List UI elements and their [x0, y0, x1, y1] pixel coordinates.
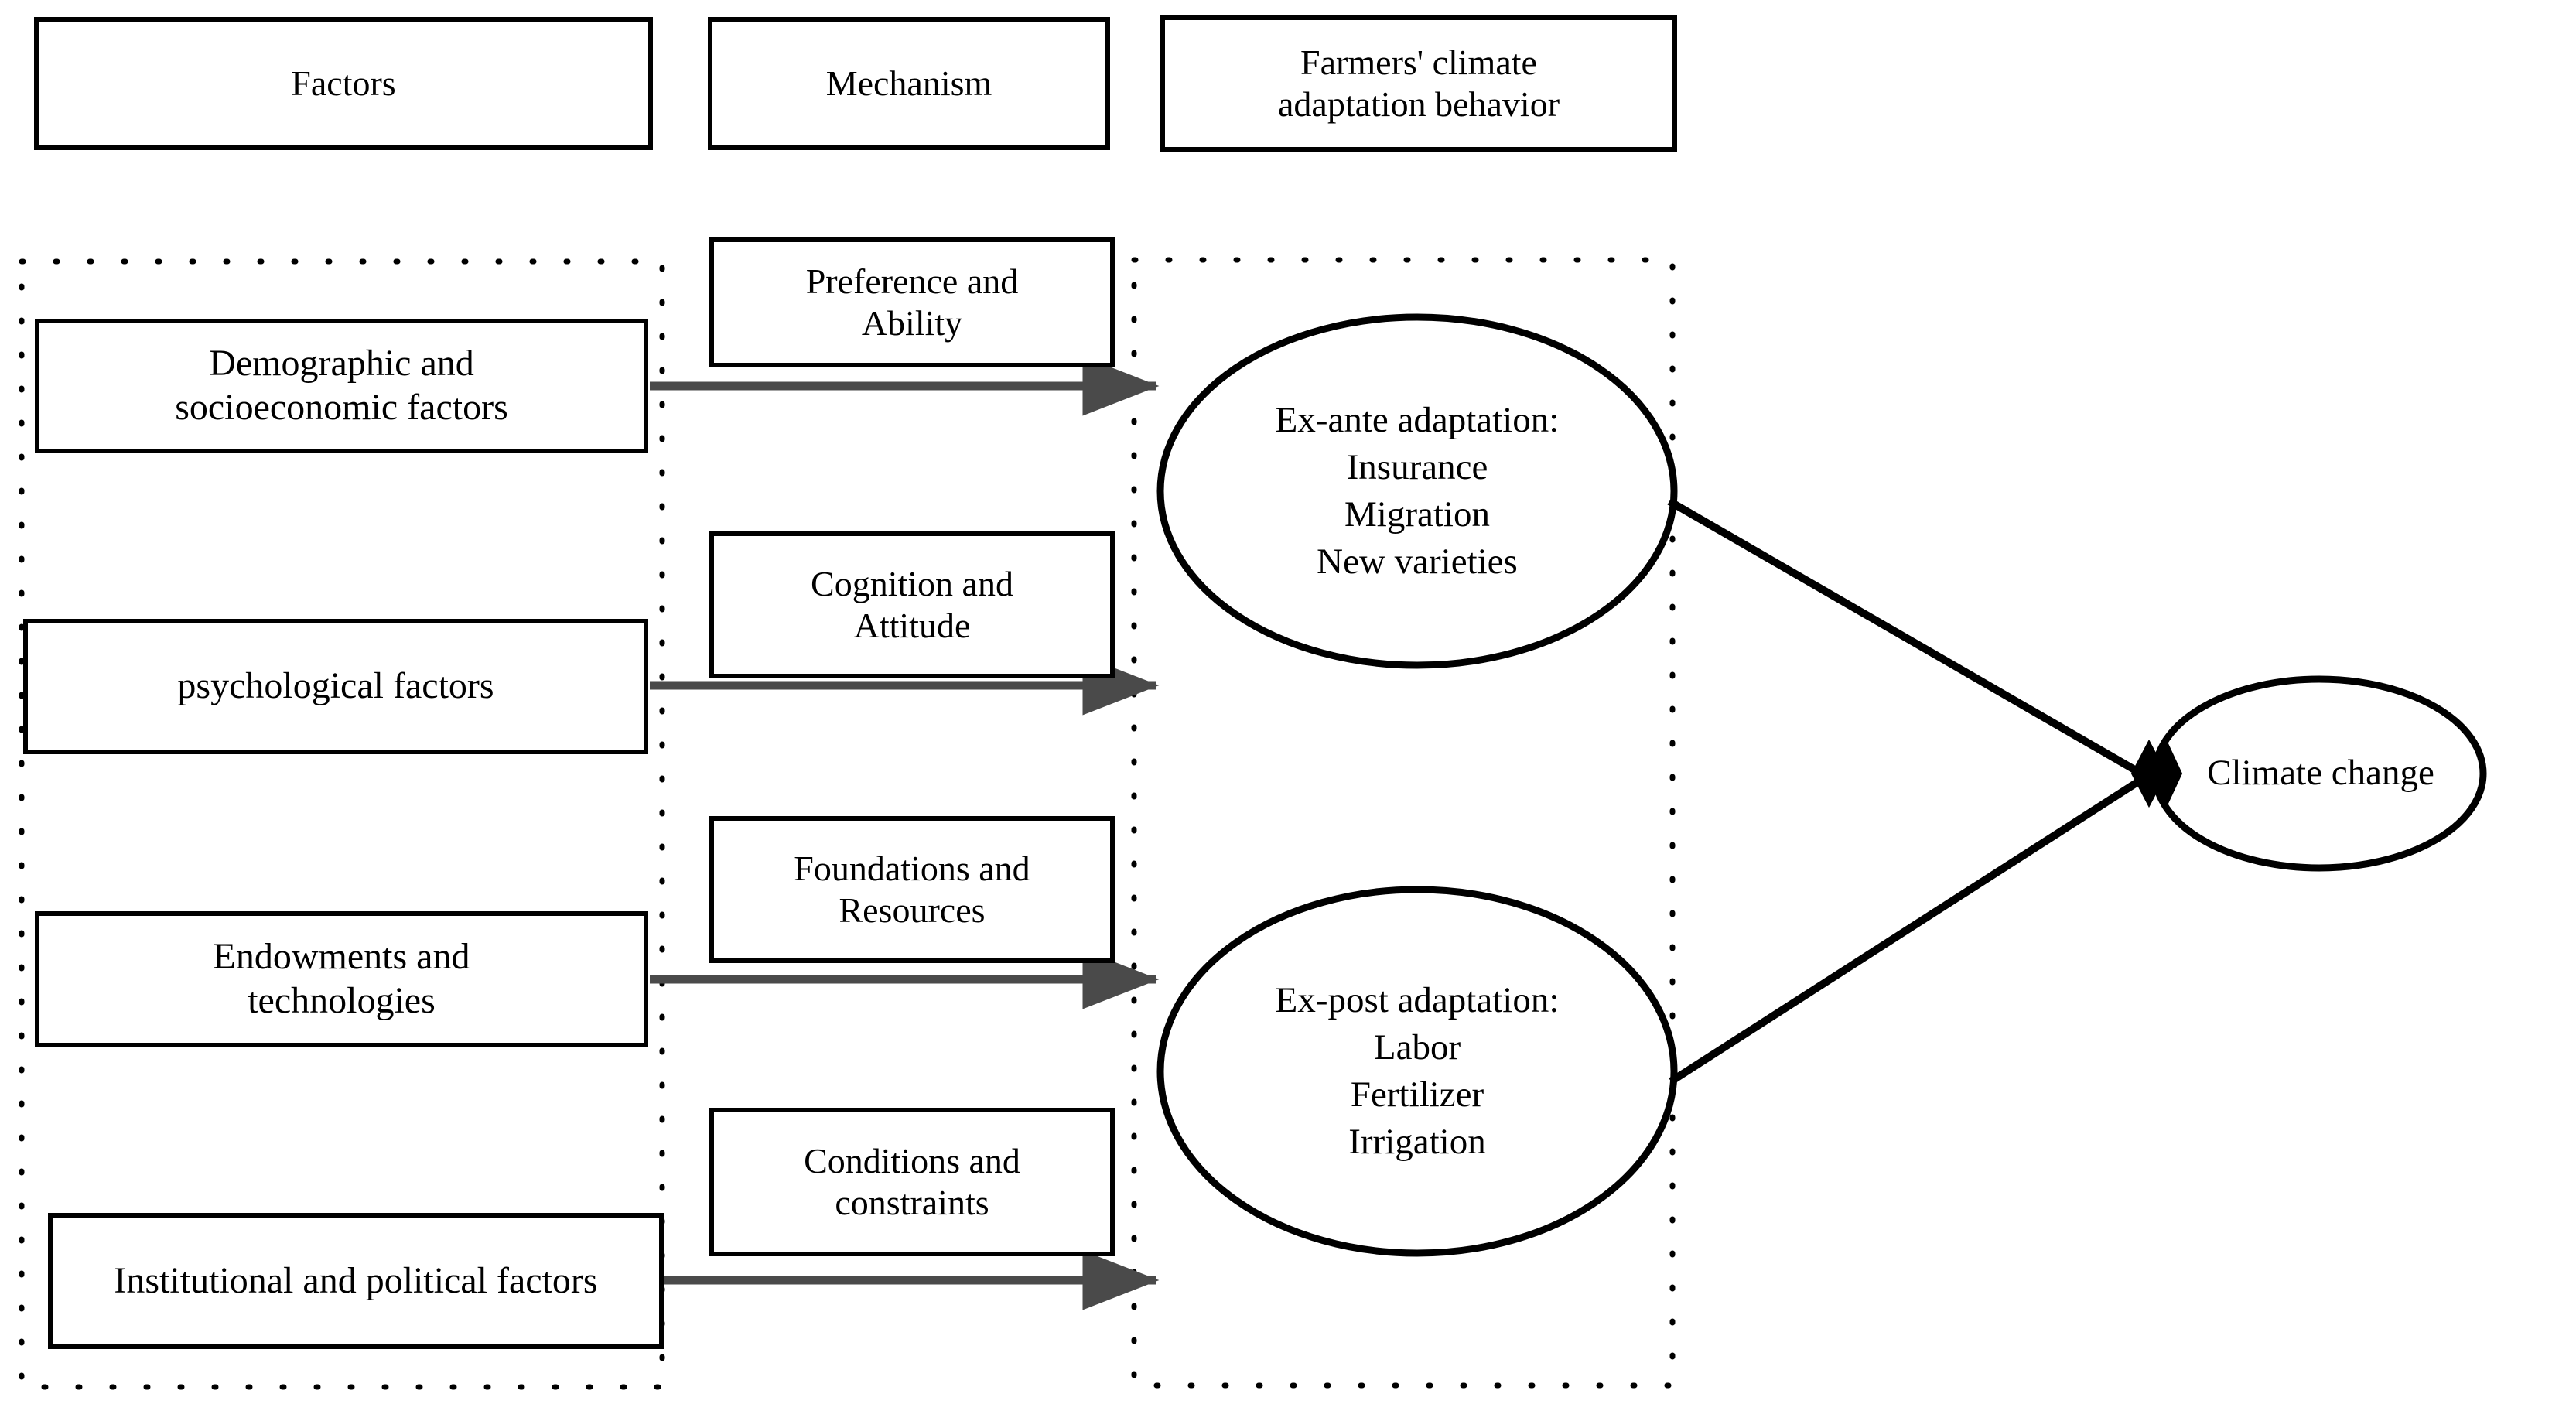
header-factors: Factors	[34, 17, 653, 150]
header-mechanism: Mechanism	[708, 17, 1110, 150]
mechanism-box-preference-ability: Preference and Ability	[709, 237, 1115, 367]
factor-box-psychological: psychological factors	[23, 619, 648, 754]
ex-ante-adaptation-ellipse	[1156, 313, 1678, 669]
header-adaptation-behavior: Farmers' climate adaptation behavior	[1160, 15, 1677, 152]
mechanism-box-cognition-attitude: Cognition and Attitude	[709, 531, 1115, 678]
line-ex-ante-to-climate-change	[1667, 497, 2144, 777]
junction-diamond-left-icon	[2130, 739, 2168, 808]
line-ex-post-to-climate-change	[1669, 776, 2144, 1085]
ex-post-adaptation-ellipse	[1156, 886, 1678, 1257]
climate-change-ellipse	[2151, 675, 2487, 872]
factor-box-institutional: Institutional and political factors	[48, 1213, 664, 1349]
mechanism-box-conditions-constraints: Conditions and constraints	[709, 1108, 1115, 1256]
factor-box-endowments: Endowments and technologies	[35, 911, 648, 1047]
factor-box-demographic: Demographic and socioeconomic factors	[35, 319, 648, 453]
mechanism-box-foundations-resources: Foundations and Resources	[709, 816, 1115, 963]
